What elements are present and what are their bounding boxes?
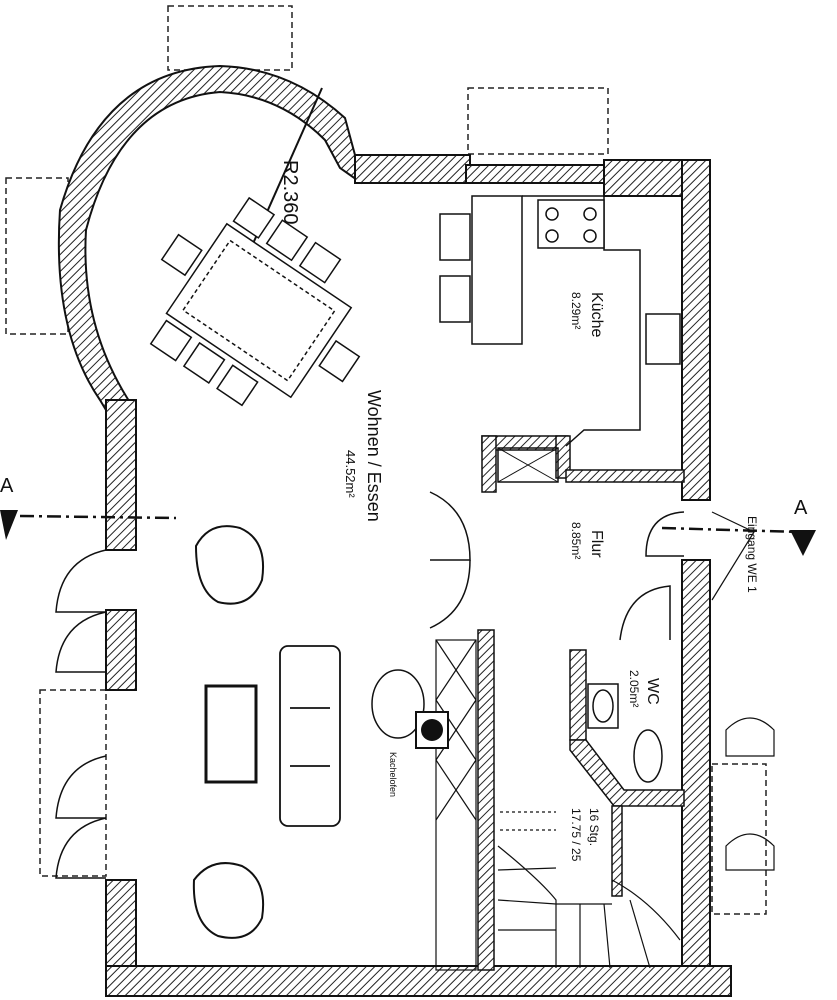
stove-label: Kachelofen	[388, 752, 398, 797]
outer-walls	[57, 64, 732, 997]
entrance-marker	[711, 511, 755, 601]
entrance-label: Eingang WE 1	[745, 516, 759, 593]
stair-steps: 16 Stg.	[587, 808, 601, 846]
armchair	[192, 525, 264, 939]
dining-table	[149, 196, 361, 407]
stove-seat	[371, 669, 425, 739]
section-label-right: A	[794, 497, 808, 519]
wc-area: 2.05m²	[627, 670, 641, 707]
kitchen-area: 8.29m²	[569, 292, 583, 329]
hall-cabinet	[497, 447, 559, 483]
section-arrow-left	[0, 510, 18, 540]
wall-cabinet	[435, 639, 477, 971]
hall-name: Flur	[588, 530, 605, 558]
bay-window-symbols	[725, 717, 775, 871]
sofa	[279, 645, 341, 827]
section-line	[19, 514, 801, 534]
staircase	[497, 811, 681, 969]
wc-fixtures	[587, 683, 663, 783]
inner-walls	[477, 435, 685, 971]
wc-name: WC	[644, 678, 661, 705]
coffee-table	[204, 684, 258, 784]
hall-area: 8.85m²	[569, 522, 583, 559]
radius-label: R2.360	[279, 160, 301, 225]
kitchen-name: Küche	[588, 292, 605, 337]
section-arrow-right	[790, 530, 816, 556]
kitchen-counter	[439, 195, 681, 447]
living-room-name: Wohnen / Essen	[364, 390, 384, 522]
interior-doors	[429, 491, 685, 641]
left-doors	[55, 549, 107, 879]
section-label-left: A	[0, 475, 14, 497]
living-room-area: 44.52m²	[343, 450, 358, 498]
stair-rise: 17.75 / 25	[569, 808, 583, 862]
